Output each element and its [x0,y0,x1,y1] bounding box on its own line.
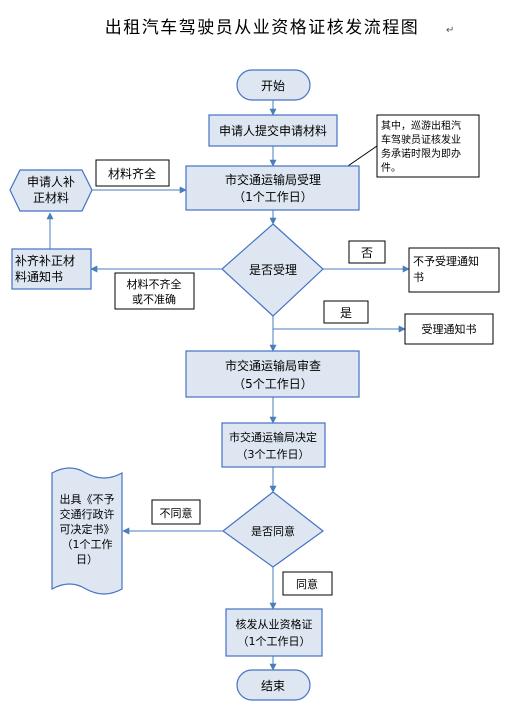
review-duration: （5个工作日） [233,377,313,391]
refusal-doc-line-4: （1个工作 [62,538,113,551]
disagree-label-box: 不同意 [151,499,201,525]
accept-decision-node: 是否受理 [221,223,324,317]
materials-bad-label-1: 材料不齐全 [127,277,182,291]
decide-label: 市交通运输局决定 [229,430,317,444]
materials-ok-label: 材料齐全 [108,166,156,181]
decide-node: 市交通运输局决定 （3个工作日） [221,422,326,468]
end-node: 结束 [236,669,311,701]
no-label-box: 否 [348,240,386,264]
start-node: 开始 [236,69,311,101]
reject-notice-label-1: 不予受理通知 [413,254,479,268]
decide-duration: （3个工作日） [237,448,310,461]
accept-notice-node: 受理通知书 [404,313,494,345]
issue-label: 核发从业资格证 [236,617,313,631]
diagram-title: 出租汽车驾驶员从业资格证核发流程图 [105,18,420,38]
return-mark: ↵ [446,25,454,36]
refusal-doc-line-5: 日） [76,553,98,566]
reject-notice-label-2: 书 [413,271,424,284]
note-line-1: 其中，巡游出租汽 [381,119,461,132]
connectors [46,100,410,671]
submit-label: 申请人提交申请材料 [219,123,327,138]
no-label: 否 [361,246,373,260]
reject-notice-node: 不予受理通知 书 [408,247,500,293]
refusal-document-node: 出具《不予 交通行政许 可决定书》 （1个工作 日） [51,467,123,595]
accept-label: 市交通运输局受理 [225,172,321,187]
accept-duration: （1个工作日） [233,190,313,204]
supplement-label-1: 申请人补 [27,175,75,189]
yes-label-box: 是 [323,300,369,324]
materials-ok-label-box: 材料齐全 [95,159,170,187]
note-line-4: 件。 [381,162,401,174]
yes-label: 是 [340,306,352,320]
refusal-doc-line-1: 出具《不予 [60,492,115,506]
supplement-notice-node: 补齐补正材 料通知书 [11,248,92,290]
submit-node: 申请人提交申请材料 [208,114,338,147]
disagree-label: 不同意 [160,506,193,520]
supplement-node: 申请人补 正材料 [9,169,93,212]
issue-duration: （1个工作日） [238,635,311,648]
accept-notice-label: 受理通知书 [422,322,477,336]
issue-node: 核发从业资格证 （1个工作日） [225,608,323,657]
accept-decision-label: 是否受理 [249,263,297,277]
note-box: 其中，巡游出租汽 车驾驶员证核发业 务承诺时限为即办 件。 [344,114,480,178]
end-label: 结束 [261,679,285,693]
materials-bad-label-2: 或不准确 [132,293,176,306]
review-node: 市交通运输局审查 （5个工作日） [185,350,360,398]
agree-label: 同意 [296,577,318,591]
refusal-doc-line-2: 交通行政许 [60,507,115,521]
supplement-notice-label-2: 料通知书 [15,270,63,284]
materials-bad-label-box: 材料不齐全 或不准确 [114,272,195,310]
refusal-doc-line-3: 可决定书》 [60,522,115,536]
review-label: 市交通运输局审查 [225,358,321,373]
supplement-notice-label-1: 补齐补正材 [15,253,75,268]
agree-decision-node: 是否同意 [221,491,325,568]
start-label: 开始 [261,79,285,93]
note-line-3: 务承诺时限为即办 [381,147,461,160]
note-line-2: 车驾驶员证核发业 [381,133,461,146]
accept-node: 市交通运输局受理 （1个工作日） [185,165,360,211]
agree-label-box: 同意 [282,571,333,596]
agree-decision-label: 是否同意 [251,524,295,538]
supplement-label-2: 正材料 [33,191,69,205]
